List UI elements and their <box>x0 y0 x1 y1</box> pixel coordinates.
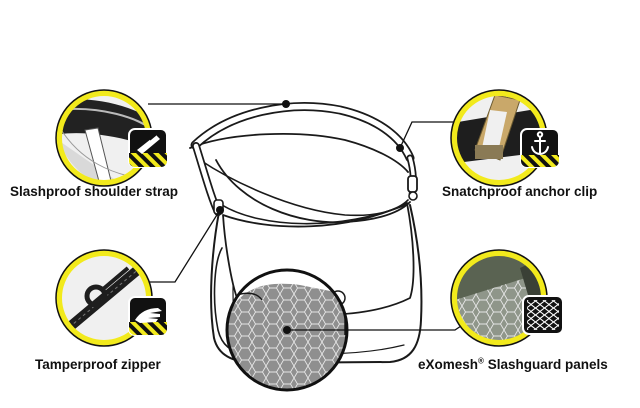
leader-dots <box>216 100 404 334</box>
mesh-magnifier <box>225 268 349 392</box>
shoulder-strap <box>190 102 418 216</box>
box-cutter-icon <box>128 128 168 168</box>
mesh-detail <box>450 249 548 347</box>
mesh-icon <box>522 295 564 335</box>
hand-icon <box>128 296 168 336</box>
registered-mark: ® <box>478 356 484 366</box>
mesh-label-text: Slashguard panels <box>483 357 608 372</box>
strap-label: Slashproof shoulder strap <box>10 184 179 199</box>
mesh-label: eXomesh® Slashguard panels <box>418 357 608 372</box>
mesh-label-brand: eXomesh <box>418 357 479 372</box>
anchor-icon <box>520 128 560 168</box>
anchor-label: Snatchproof anchor clip <box>442 184 598 199</box>
zipper-label: Tamperproof zipper <box>35 357 161 372</box>
